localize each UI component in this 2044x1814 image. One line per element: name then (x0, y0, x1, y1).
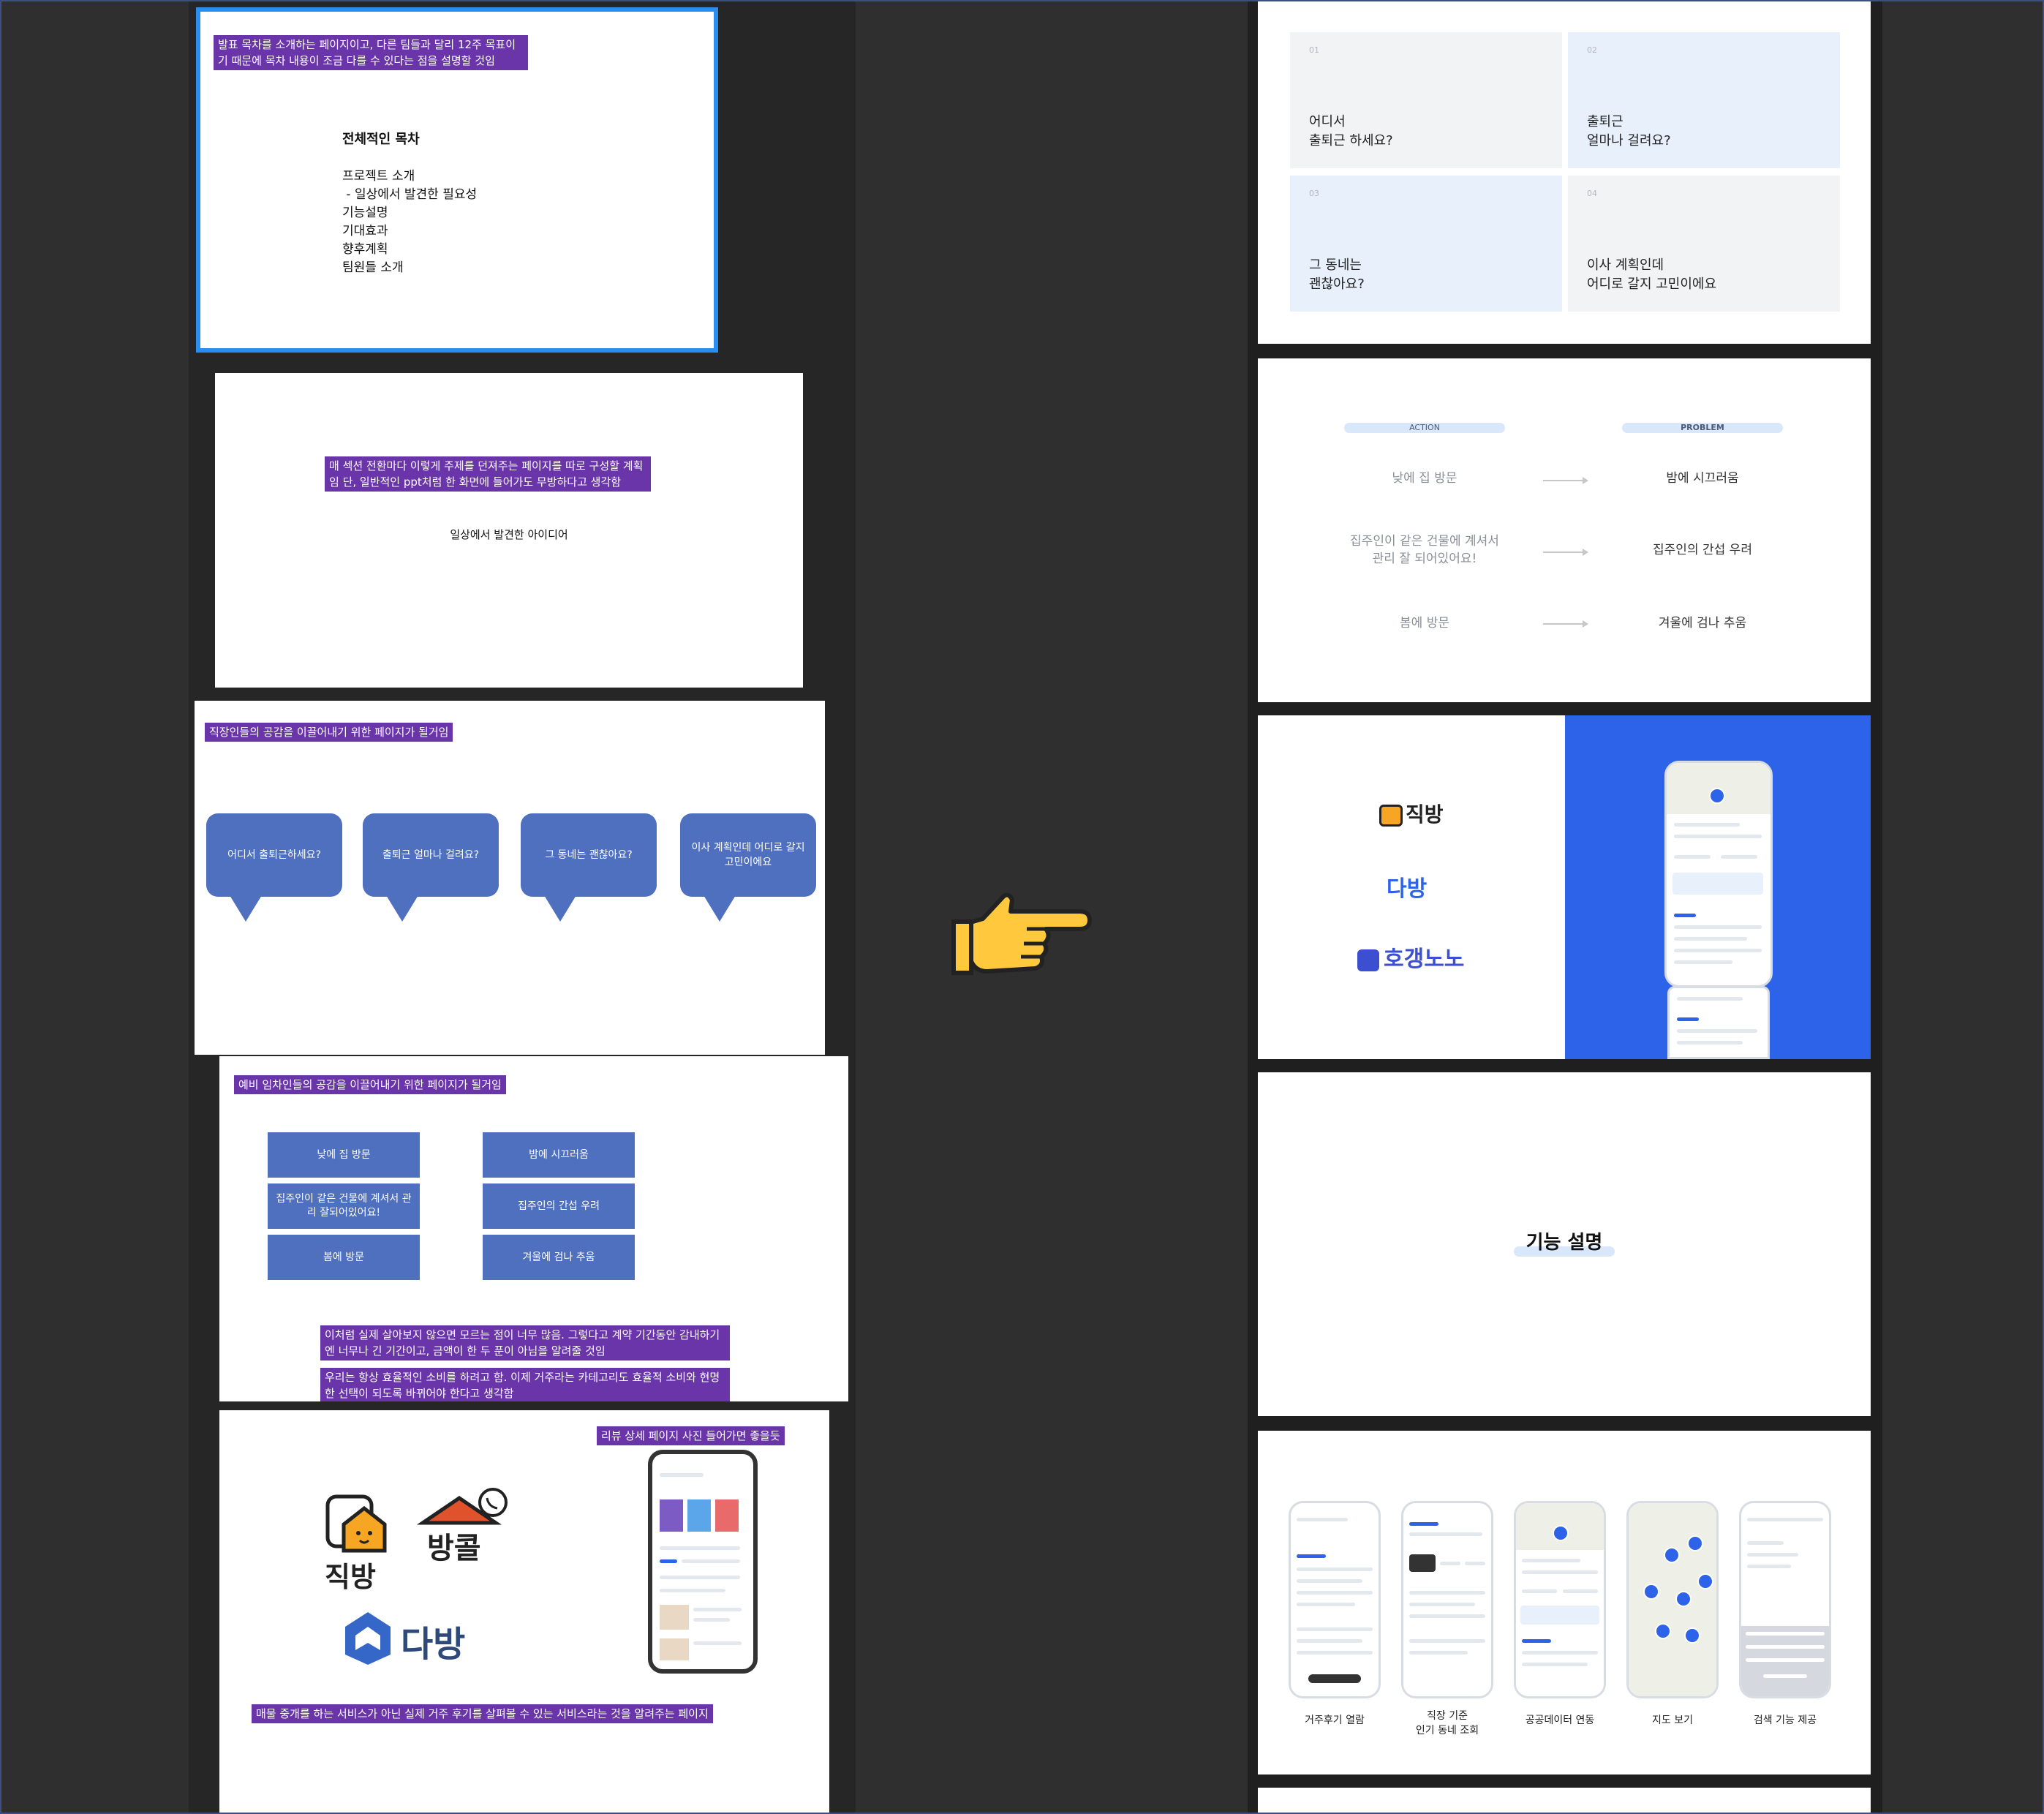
design-slide-questions[interactable]: 01 어디서 출퇴근 하세요? 02 출퇴근 얼마나 걸려요? 03 그 동네는… (1258, 0, 1871, 344)
slide-tenant-problems[interactable]: 예비 임차인들의 공감을 이끌어내기 위한 페이지가 될거임 낮에 집 방문 집… (219, 1056, 848, 1401)
action-box: 봄에 방문 (268, 1235, 420, 1280)
feature-caption: 검색 기능 제공 (1753, 1715, 1817, 1726)
design-slide-brands[interactable]: 직방 다방 호갱노노 (1258, 715, 1871, 1059)
problem-text: 밤에 시끄러움 (1666, 471, 1739, 486)
design-slide-feature-screens[interactable]: 거주후기 열람 직장 기준 인기 동네 조회 공공데이터 연동 지도 보기 검색… (1258, 1431, 1871, 1775)
hogangnono-icon (1357, 949, 1379, 971)
feature-caption: 거주후기 열람 (1305, 1715, 1365, 1726)
slide-note: 리뷰 상세 페이지 사진 들어가면 좋을듯 (597, 1426, 785, 1445)
arrow-icon (1543, 477, 1588, 484)
arrow-icon (1543, 620, 1588, 628)
speech-bubble: 그 동네는 괜찮아요? (521, 813, 657, 922)
blue-panel (1565, 715, 1871, 1059)
toc-item: 팀원들 소개 (342, 260, 404, 275)
problem-label: PROBLEM (1622, 423, 1783, 433)
app-phone-mockup (1664, 761, 1773, 987)
problem-text: 겨울에 검나 추움 (1658, 616, 1747, 631)
action-label: ACTION (1344, 423, 1505, 433)
arrow-icon (1543, 549, 1588, 556)
brand-zigbang: 직방 (1379, 799, 1444, 828)
question-card: 02 출퇴근 얼마나 걸려요? (1568, 32, 1840, 168)
slide-brands[interactable]: 리뷰 상세 페이지 사진 들어가면 좋을듯 직방 방콜 다방 (219, 1410, 829, 1814)
toc-item: 기능설명 (342, 206, 388, 220)
app-phone-mockup-back (1667, 986, 1770, 1059)
feature-caption: 지도 보기 (1652, 1715, 1693, 1726)
action-box: 낮에 집 방문 (268, 1132, 420, 1178)
feature-caption: 직장 기준 인기 동네 조회 (1415, 1710, 1479, 1736)
app-screen-public-data (1514, 1501, 1606, 1698)
action-text: 집주인이 같은 건물에 계셔서 관리 잘 되어있어요! (1350, 534, 1499, 566)
title-highlight (1514, 1246, 1615, 1257)
app-screen-popular-areas (1401, 1501, 1493, 1698)
brand-hogangnono: 호갱노노 (1357, 941, 1464, 973)
toc-title: 전체적인 목차 (342, 132, 420, 147)
slide-note: 우리는 항상 효율적인 소비를 하려고 함. 이제 거주라는 카테고리도 효율적… (320, 1368, 730, 1401)
toc-item: - 일상에서 발견한 필요성 (342, 187, 478, 202)
design-slide-next[interactable] (1258, 1788, 1871, 1814)
slide-note: 매 섹션 전환마다 이렇게 주제를 던져주는 페이지를 따로 구성할 계획임 단… (325, 456, 651, 492)
feature-caption: 공공데이터 연동 (1525, 1715, 1595, 1726)
slide-note: 발표 목차를 소개하는 페이지이고, 다른 팀들과 달리 12주 목표이기 때문… (214, 35, 528, 70)
toc-block: 전체적인 목차 프로젝트 소개 - 일상에서 발견한 필요성 기능설명 기대효과… (342, 130, 477, 277)
slide-note: 예비 임차인들의 공감을 이끌어내기 위한 페이지가 될거임 (234, 1075, 506, 1094)
app-phone-mockup (648, 1450, 758, 1674)
action-text: 봄에 방문 (1400, 616, 1449, 631)
speech-bubble: 이사 계획인데 어디로 갈지 고민이에요 (680, 813, 816, 922)
slide-note: 이처럼 실제 살아보지 않으면 모르는 점이 너무 많음. 그렇다고 계약 기간… (320, 1325, 730, 1360)
app-screen-search (1739, 1501, 1831, 1698)
speech-bubble: 출퇴근 얼마나 걸려요? (363, 813, 499, 922)
problem-text: 집주인의 간섭 우려 (1653, 543, 1752, 557)
question-card: 01 어디서 출퇴근 하세요? (1290, 32, 1562, 168)
dabang-logo: 다방 (342, 1609, 489, 1668)
bangkol-logo: 방콜 (415, 1486, 518, 1596)
slide-note: 직장인들의 공감을 이끌어내기 위한 페이지가 될거임 (205, 723, 453, 742)
feature-title: 기능 설명 (1526, 1232, 1603, 1254)
question-card: 03 그 동네는 괜찮아요? (1290, 176, 1562, 312)
action-box: 집주인이 같은 건물에 계셔서 관리 잘되어있어요! (268, 1183, 420, 1229)
design-slide-feature-title[interactable]: 기능 설명 (1258, 1072, 1871, 1416)
action-text: 낮에 집 방문 (1392, 471, 1457, 486)
app-screen-map (1626, 1501, 1719, 1698)
question-card: 04 이사 계획인데 어디로 갈지 고민이에요 (1568, 176, 1840, 312)
problem-box: 겨울에 검나 추움 (483, 1235, 635, 1280)
brand-name: 방콜 (427, 1532, 481, 1565)
slide-note: 매물 중개를 하는 서비스가 아닌 실제 거주 후기를 살펴볼 수 있는 서비스… (252, 1704, 713, 1723)
brand-name: 다방 (401, 1624, 466, 1665)
zigbang-logo: 직방 (322, 1492, 395, 1595)
slide-toc[interactable]: 발표 목차를 소개하는 페이지이고, 다른 팀들과 달리 12주 목표이기 때문… (196, 7, 718, 353)
brand-dabang: 다방 (1387, 876, 1428, 902)
zigbang-icon (1379, 805, 1403, 827)
toc-item: 향후계획 (342, 242, 388, 257)
toc-item: 프로젝트 소개 (342, 169, 415, 184)
design-slide-action-problem[interactable]: ACTION PROBLEM 낮에 집 방문 집주인이 같은 건물에 계셔서 관… (1258, 358, 1871, 702)
slide-section-intro[interactable]: 매 섹션 전환마다 이렇게 주제를 던져주는 페이지를 따로 구성할 계획임 단… (215, 373, 803, 688)
toc-item: 기대효과 (342, 224, 388, 238)
problem-box: 밤에 시끄러움 (483, 1132, 635, 1178)
slide-commute-bubbles[interactable]: 직장인들의 공감을 이끌어내기 위한 페이지가 될거임 어디서 출퇴근하세요? … (195, 701, 825, 1055)
problem-box: 집주인의 간섭 우려 (483, 1183, 635, 1229)
brand-name: 직방 (325, 1561, 376, 1593)
speech-bubble: 어디서 출퇴근하세요? (206, 813, 342, 922)
app-screen-reviews (1289, 1501, 1381, 1698)
section-heading: 일상에서 발견한 아이디어 (450, 528, 568, 541)
pointing-hand-icon (951, 878, 1097, 980)
